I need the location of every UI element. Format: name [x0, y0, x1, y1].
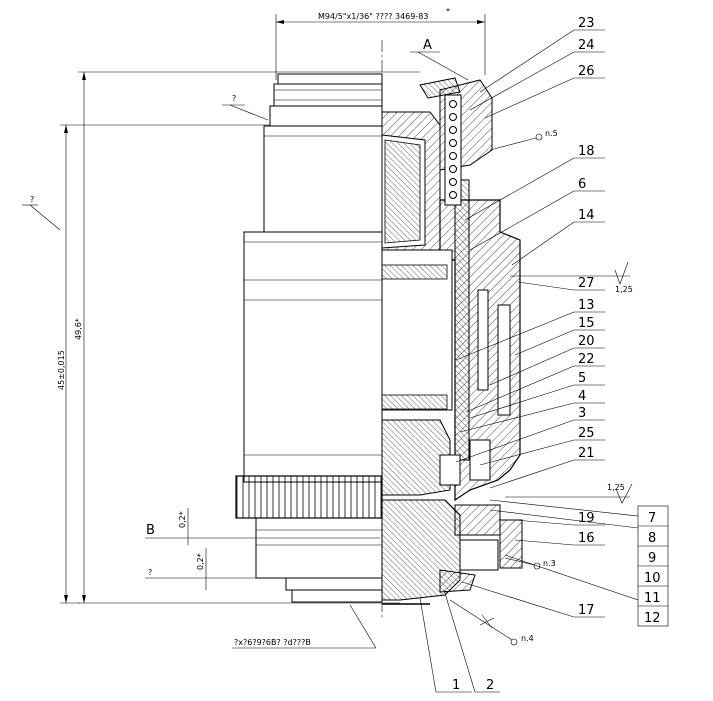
- callout-7: 7: [648, 511, 656, 526]
- callout-2: 2: [486, 678, 494, 693]
- callout-22: 22: [578, 352, 595, 367]
- external-view: [235, 40, 383, 620]
- bottom-note-text: ?x?6?9?6B? ?d???B: [234, 638, 311, 647]
- callout-12: 12: [644, 611, 661, 626]
- tol-02-top: 0,2*: [178, 511, 187, 528]
- ball-stack: [449, 100, 457, 199]
- label-B: B: [146, 523, 155, 538]
- left-dim-outer: ?: [30, 195, 34, 204]
- callout-5: 5: [578, 371, 586, 386]
- callout-27: 27: [578, 276, 595, 291]
- callout-table: 7 8 9 10 11 12: [489, 499, 669, 627]
- note-n3: n.3: [543, 559, 556, 568]
- label-q-bottom: ?: [148, 568, 152, 577]
- callout-9: 9: [648, 551, 656, 566]
- section-A-label: A: [423, 38, 432, 53]
- callout-11: 11: [644, 591, 661, 606]
- notes: n.5 n.3 n.4: [449, 129, 558, 646]
- callouts-right: 23 24 26 18 6 14 27 13 15 20 22 5 4 3 25…: [455, 16, 605, 618]
- left-dim-inner: 49,6*: [74, 318, 83, 340]
- note-n4: n.4: [521, 634, 534, 643]
- callout-25: 25: [578, 426, 595, 441]
- callout-15: 15: [578, 316, 595, 331]
- callout-17: 17: [578, 603, 595, 618]
- roughness-bottom: 1,25: [607, 483, 625, 492]
- callout-26: 26: [578, 64, 595, 79]
- lower-left-marks: B ? 0,2* 0,2*: [145, 508, 380, 590]
- callout-4: 4: [578, 389, 586, 404]
- callout-6: 6: [578, 177, 586, 192]
- top-dimension-text: M94/5"x1/36" ???? 3469-83: [318, 12, 428, 21]
- callout-3: 3: [578, 406, 586, 421]
- top-dimension: M94/5"x1/36" ???? 3469-83 *: [275, 7, 486, 80]
- left-dim-total: 45±0,015: [57, 350, 66, 390]
- callout-21: 21: [578, 446, 595, 461]
- tol-02-bottom: 0,2*: [196, 553, 205, 570]
- callout-19: 19: [578, 511, 595, 526]
- roughness-marks: 1,25 1,25: [505, 261, 633, 504]
- callout-14: 14: [578, 208, 595, 223]
- callout-10: 10: [644, 571, 661, 586]
- note-n5: n.5: [545, 129, 558, 138]
- callout-16: 16: [578, 531, 595, 546]
- section-view: [381, 77, 523, 605]
- callout-1: 1: [452, 678, 460, 693]
- callout-23: 23: [578, 16, 595, 31]
- callouts-bottom: 1 2: [419, 589, 500, 693]
- callout-20: 20: [578, 334, 595, 349]
- callout-13: 13: [578, 298, 595, 313]
- callout-18: 18: [578, 144, 595, 159]
- callout-24: 24: [578, 38, 595, 53]
- section-marker-A: A: [410, 38, 469, 81]
- roughness-top: 1,25: [615, 285, 633, 294]
- bottom-note: ?x?6?9?6B? ?d???B: [232, 604, 377, 649]
- left-dimensions: 45±0,015 49,6* ? ?: [22, 71, 420, 604]
- top-dimension-star: *: [446, 7, 450, 16]
- left-dim-top-mark: ?: [232, 94, 236, 103]
- callout-8: 8: [648, 531, 656, 546]
